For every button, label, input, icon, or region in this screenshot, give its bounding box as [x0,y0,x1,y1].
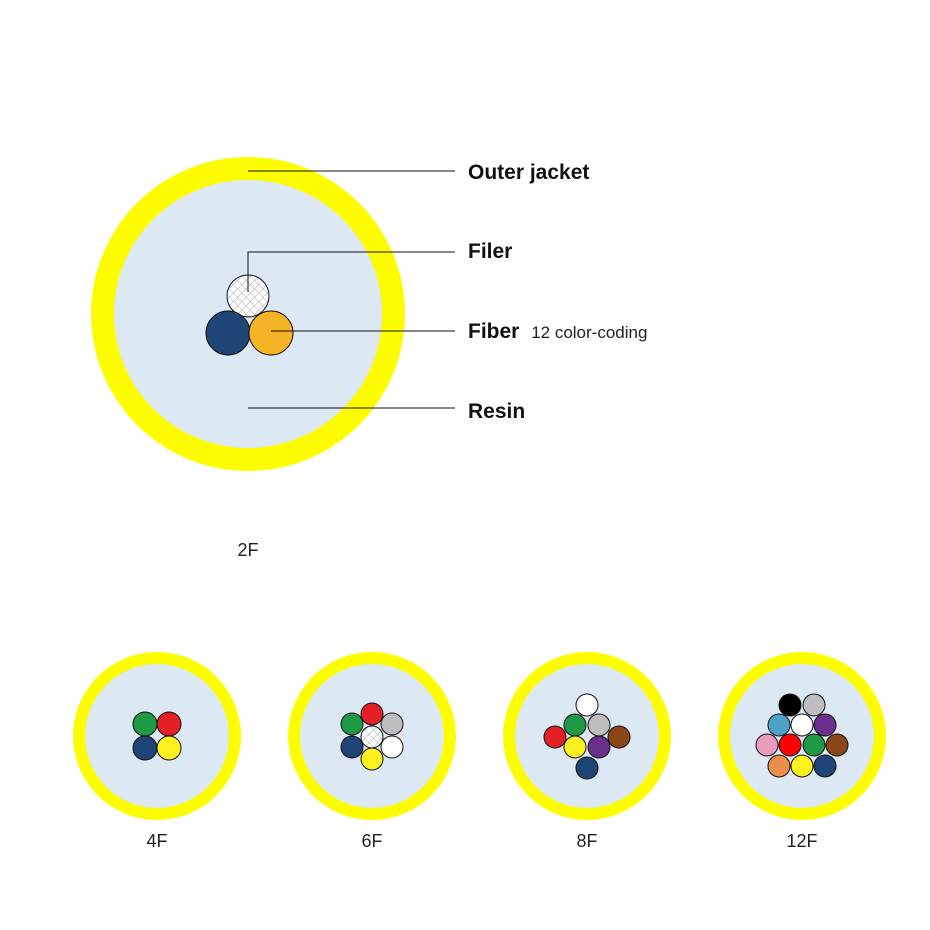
fiber-orange [767,754,791,778]
fiber-green [132,711,158,737]
fiber-yellow [360,747,384,771]
caption-8f: 8F [576,831,597,851]
fiber-blue [813,754,837,778]
label-resin: Resin [468,400,525,423]
fiber-aqua [767,713,791,737]
filler-element [360,725,384,749]
fiber-gray [587,713,611,737]
cable-2f-detail [91,157,405,471]
fiber-red [778,733,802,757]
leader-filer [247,251,455,292]
caption-4f: 4F [146,831,167,851]
fiber-white [575,693,599,717]
fiber-yellow [790,754,814,778]
fiber-violet [587,735,611,759]
fiber-brown [607,725,631,749]
resin [515,664,659,808]
fiber-white [380,735,404,759]
fiber-blue [132,735,158,761]
fiber-green [802,733,826,757]
cable-12f [718,652,886,820]
resin [85,664,229,808]
label-outer-jacket: Outer jacket [468,161,589,184]
caption-6f: 6F [361,831,382,851]
fiber-blue [575,756,599,780]
fiber-green [340,712,364,736]
fiber-black [778,693,802,717]
fiber-red [360,702,384,726]
fiber-orange [248,310,294,356]
label-filer: Filer [468,240,512,263]
cable-6f [288,652,456,820]
leader-lines [247,170,455,409]
label-fiber-title: Fiber [468,320,519,343]
label-fiber: Fiber 12 color-coding [468,320,647,343]
fiber-gray [380,712,404,736]
caption-2f: 2F [237,540,258,560]
fiber-red [156,711,182,737]
fiber-violet [813,713,837,737]
fiber-white [790,713,814,737]
fiber-gray [802,693,826,717]
label-fiber-note: 12 color-coding [531,323,647,342]
cable-8f [503,652,671,820]
fiber-blue [340,735,364,759]
fiber-green [563,713,587,737]
fiber-yellow [563,735,587,759]
cable-4f [73,652,241,820]
caption-12f: 12F [786,831,817,851]
fiber-red [543,725,567,749]
fiber-blue [205,310,251,356]
fiber-brown [825,733,849,757]
fiber-yellow [156,735,182,761]
fiber-rose [755,733,779,757]
